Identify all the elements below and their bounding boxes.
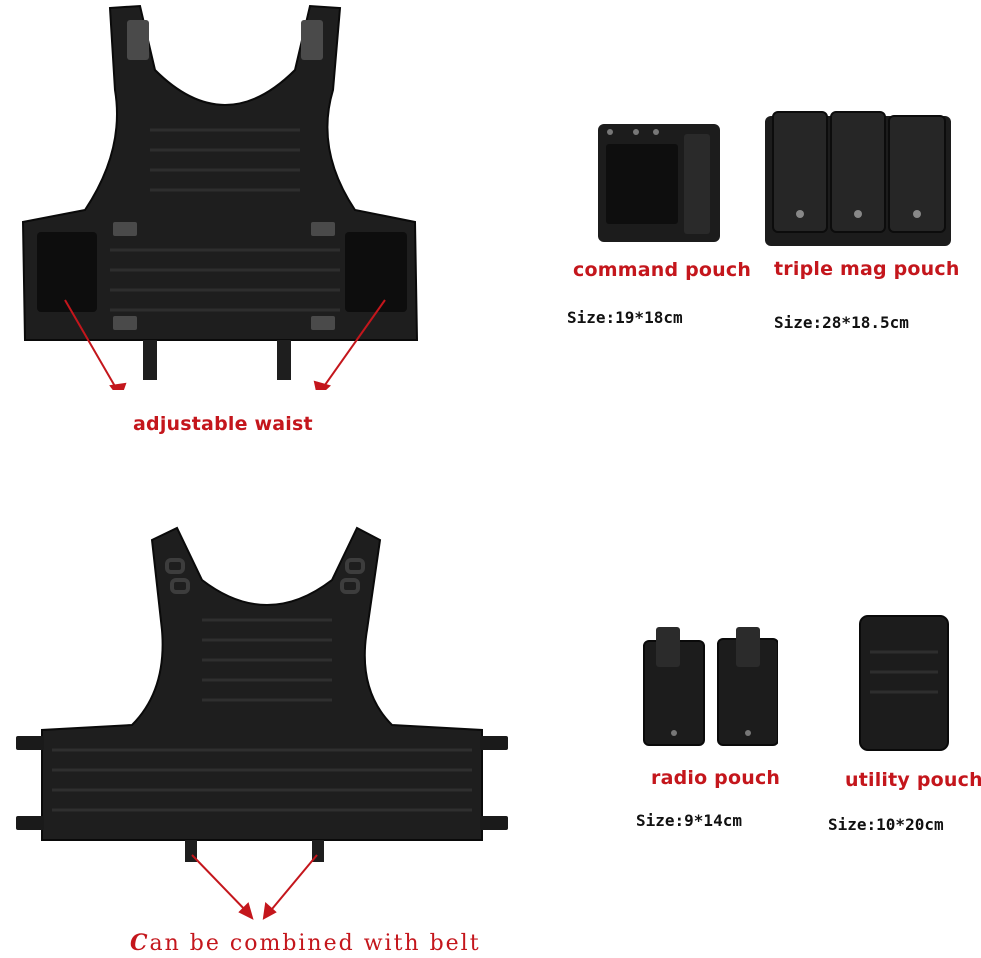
- triple-mag-pouch-size: Size:28*18.5cm: [774, 313, 909, 332]
- radio-pouch-image: [638, 625, 778, 750]
- utility-pouch-label: utility pouch: [845, 769, 981, 791]
- command-pouch-size: Size:19*18cm: [567, 308, 683, 327]
- utility-pouch-image: [858, 612, 950, 752]
- belt-label-rest: an be combined with belt: [149, 931, 481, 956]
- radio-pouch-size: Size:9*14cm: [636, 811, 742, 830]
- belt-label-capital: C: [130, 930, 150, 956]
- vest-front-image: [12, 520, 512, 920]
- triple-mag-pouch-image: [763, 110, 955, 248]
- utility-pouch-size: Size:10*20cm: [828, 815, 944, 834]
- triple-mag-pouch-label: triple mag pouch: [774, 258, 960, 280]
- radio-pouch-label: radio pouch: [651, 767, 781, 789]
- adjustable-waist-label: adjustable waist: [133, 413, 313, 435]
- command-pouch-label: command pouch: [573, 259, 752, 281]
- combined-with-belt-label: Can be combined with belt: [130, 930, 481, 956]
- vest-back-image: [15, 0, 435, 390]
- command-pouch-image: [596, 122, 724, 246]
